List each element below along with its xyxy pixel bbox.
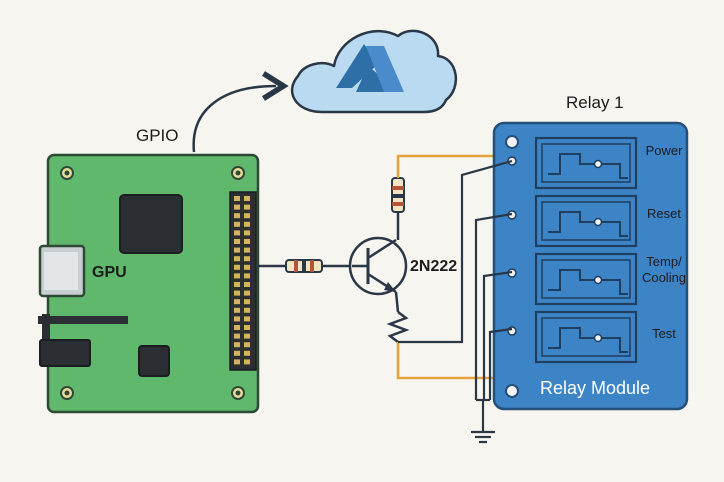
base-resistor-icon (285, 259, 323, 273)
gpio-pin (244, 213, 250, 219)
gpio-pin (244, 342, 250, 348)
relay-title: Relay 1 (566, 93, 624, 112)
gpio-pin (234, 299, 240, 305)
gpio-pin (234, 342, 240, 348)
gpio-pin (244, 359, 250, 365)
orange-wire-top (396, 154, 512, 178)
gpio-pin (244, 299, 250, 305)
emitter-resistor-icon (386, 311, 410, 343)
gpio-pin (234, 256, 240, 262)
gpio-pin (244, 290, 250, 296)
gpio-pin (244, 221, 250, 227)
gpio-pin (244, 247, 250, 253)
azure-logo-icon (336, 44, 404, 92)
gpio-pin (234, 239, 240, 244)
gpio-pin (244, 333, 250, 339)
gpio-pin (244, 282, 250, 287)
small-chip (138, 345, 170, 377)
relay-channel-label-reset: Reset (647, 206, 681, 221)
gpio-uplink-arrow (192, 71, 289, 153)
gpio-pin (234, 221, 240, 227)
gpio-pin (244, 316, 250, 322)
mounting-holes (60, 166, 245, 400)
wire-test (488, 327, 513, 400)
orange-wire-bottom (396, 342, 512, 380)
gpio-pin (234, 307, 240, 313)
audio-port (38, 314, 128, 340)
transistor-label: 2N222 (410, 258, 458, 275)
gpio-pin (234, 213, 240, 219)
gpio-pin (234, 333, 240, 339)
collector-resistor-icon (391, 177, 405, 213)
relay-channel (507, 252, 638, 306)
gpio-label: GPIO (136, 126, 179, 145)
gpio-pin (244, 256, 250, 262)
gpio-pin (244, 196, 250, 201)
relay-channel (507, 310, 638, 364)
relay-channels (507, 136, 638, 364)
gpio-pin (244, 204, 250, 210)
gpu-label: GPU (92, 264, 127, 281)
azure-cloud-icon (290, 29, 458, 114)
gpio-pin (244, 264, 250, 270)
gpio-pin (244, 230, 250, 236)
wire-power (398, 159, 513, 344)
gpio-pin (234, 325, 240, 330)
ground-symbol-icon (471, 400, 495, 444)
gpio-pin (244, 307, 250, 313)
gpio-pin (234, 230, 240, 236)
relay-channel-label-temp-cooling: Temp/ Cooling (641, 254, 687, 285)
gpio-pin (234, 282, 240, 287)
wire-cooling (482, 270, 513, 400)
gpio-pin (234, 247, 240, 253)
relay-channel (507, 194, 638, 248)
relay-terminal (507, 326, 517, 336)
gpio-pin (234, 196, 240, 201)
gpio-pin (234, 359, 240, 365)
controller-board (38, 153, 260, 414)
cpu-chip (119, 194, 183, 254)
relay-channel-label-test: Test (652, 326, 676, 341)
gpio-pin (244, 325, 250, 330)
relay-module-label: Relay Module (540, 378, 651, 398)
gpio-pins (234, 196, 250, 365)
gpio-pin (244, 239, 250, 244)
usb-port (38, 244, 86, 298)
gpio-pin (234, 273, 240, 279)
gpio-pin (234, 264, 240, 270)
gpio-pin (234, 316, 240, 322)
relay-module (492, 121, 689, 411)
power-port (39, 339, 91, 367)
gpio-pin (234, 350, 240, 356)
gpio-pin (234, 290, 240, 296)
relay-channel (507, 136, 638, 190)
gpio-header (229, 191, 257, 371)
gpio-pin (234, 204, 240, 210)
wire-reset (474, 212, 513, 400)
gpio-pin (244, 350, 250, 356)
gpio-pin (244, 273, 250, 279)
transistor-icon (348, 236, 408, 296)
relay-channel-label-power: Power (645, 143, 683, 158)
